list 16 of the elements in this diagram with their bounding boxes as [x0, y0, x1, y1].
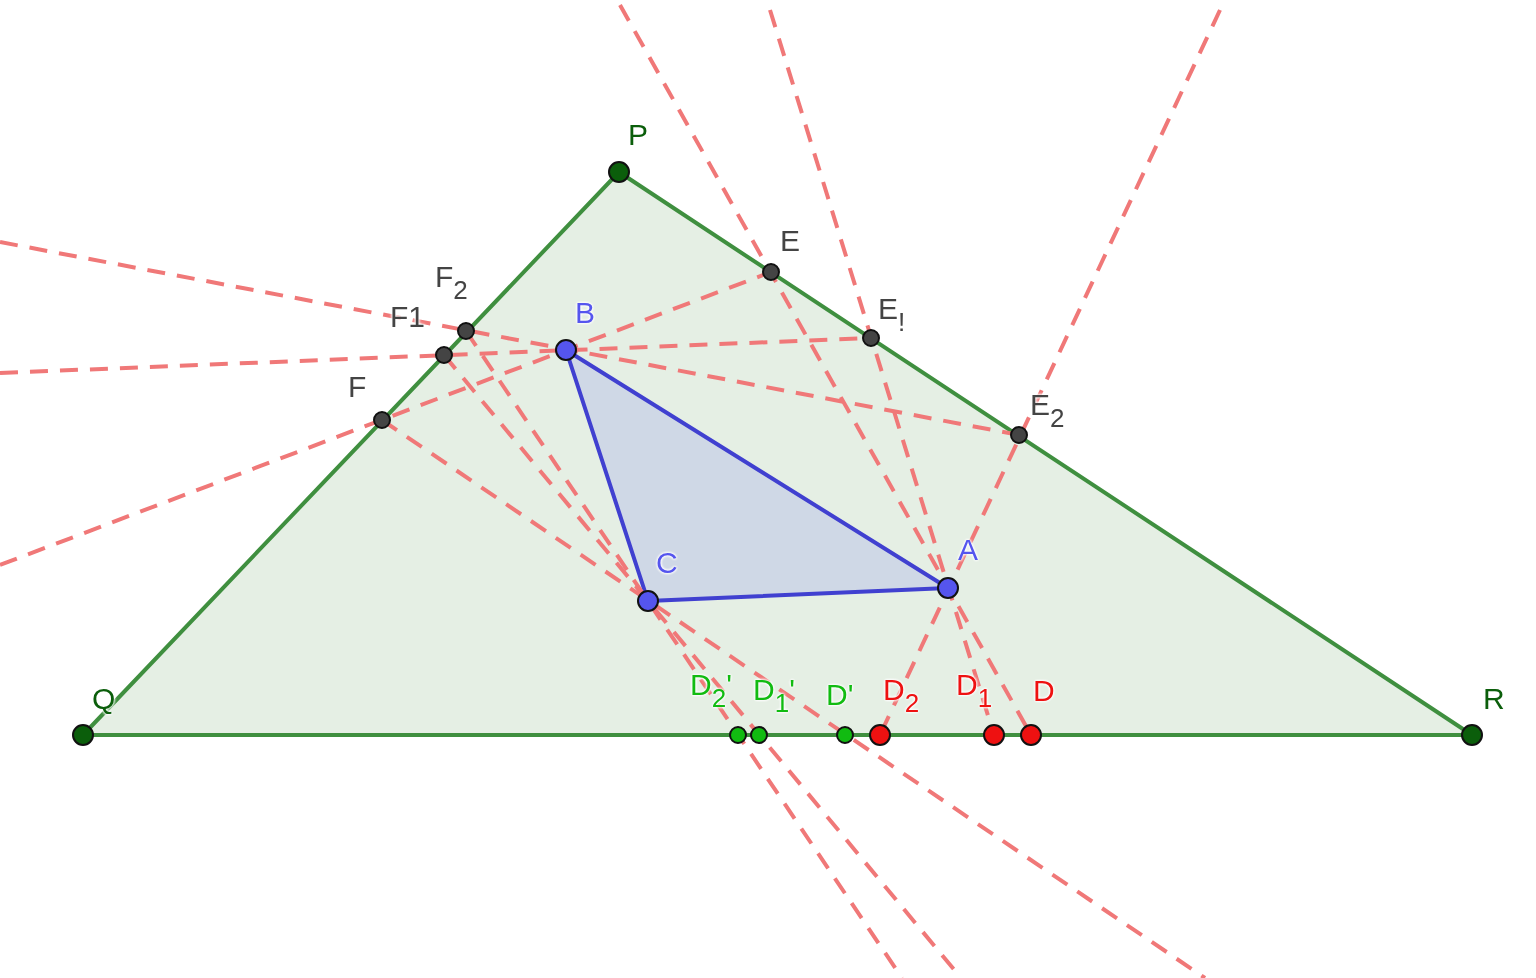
point-label: R	[1483, 684, 1505, 714]
point-label: D'	[826, 680, 854, 710]
point-label: B	[575, 298, 595, 328]
point-label: E$_{2}$	[1030, 390, 1065, 431]
point-label: E$_{!}$	[878, 294, 906, 335]
point-label: F$_{2}$	[435, 262, 468, 303]
point-label: F	[348, 372, 367, 402]
point-label: A	[958, 535, 978, 565]
point-label: D	[1033, 676, 1055, 706]
point-label: D$_{2}$	[883, 675, 920, 716]
point-label: P	[628, 120, 648, 150]
point-label: C	[656, 548, 678, 578]
point-label: E	[780, 226, 800, 256]
point-label: Q	[92, 684, 116, 714]
point-label: D$_{1}$	[956, 670, 993, 711]
point-label: D$_{1}$'	[753, 675, 795, 716]
